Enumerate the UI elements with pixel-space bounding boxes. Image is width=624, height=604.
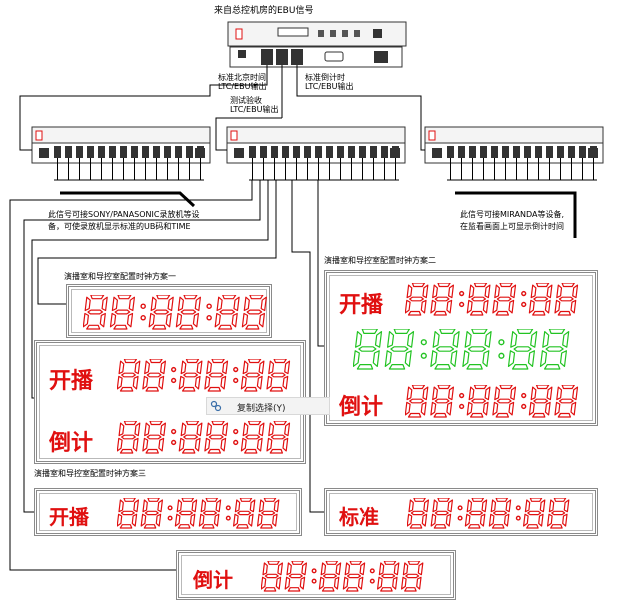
bus-lines — [60, 191, 577, 238]
scheme3-countdown-time — [261, 561, 424, 592]
panel-wires — [9, 180, 326, 571]
countdown-output-line1: 标准倒计时 — [305, 73, 345, 82]
scheme2-countdown-label: 倒计 — [339, 394, 384, 420]
start-time-display — [117, 359, 291, 392]
scheme3-countdown-board: 倒计 — [176, 550, 456, 600]
beijing-output-line2: LTC/EBU输出 — [218, 82, 267, 91]
source-rear-panel — [229, 46, 403, 68]
start-label: 开播 — [49, 368, 94, 394]
scheme1-label: 演播室和导控室配置时钟方案一 — [64, 272, 176, 281]
scheme3-start-label: 开播 — [49, 505, 89, 529]
top-source-label: 来自总控机房的EBU信号 — [214, 6, 314, 16]
left-note-line1: 此信号可接SONY/PANASONIC录放机等设 — [48, 210, 200, 219]
source-wires — [19, 65, 422, 130]
test-output-line2: LTC/EBU输出 — [230, 105, 279, 114]
countdown-output-label: 标准倒计时 LTC/EBU输出 — [305, 73, 353, 91]
countdown-time-display — [117, 421, 291, 454]
test-output-line1: 测试验收 — [230, 96, 262, 105]
right-note-line2: 在监看画面上可显示倒计时间 — [460, 222, 564, 231]
scheme2-start-time — [405, 283, 579, 316]
scheme3-start-time — [117, 498, 280, 529]
scheme3-standard-board: 标准 — [324, 488, 598, 536]
scheme2-standard-time — [353, 329, 570, 370]
scheme3-countdown-label: 倒计 — [193, 568, 233, 592]
scheme2-triple-board: 开播 倒计 — [324, 270, 598, 426]
scheme2-label: 演播室和导控室配置时钟方案二 — [324, 256, 436, 265]
test-output-label: 测试验收 LTC/EBU输出 — [230, 96, 278, 114]
countdown-label: 倒计 — [49, 430, 94, 456]
countdown-output-line2: LTC/EBU输出 — [305, 82, 354, 91]
copy-selection-item[interactable]: 复制选择(Y) — [237, 404, 286, 414]
scheme3-start-board: 开播 — [34, 488, 302, 536]
beijing-output-line1: 标准北京时间 — [218, 73, 266, 82]
right-note: 此信号可接MIRANDA等设备, 在监看画面上可显示倒计时间 — [460, 209, 564, 233]
scheme2-countdown-time — [405, 385, 579, 418]
scheme1-clock-board — [66, 284, 272, 338]
context-menu: 复制选择(Y) — [206, 397, 330, 415]
right-note-line1: 此信号可接MIRANDA等设备, — [460, 210, 564, 219]
left-note-line2: 备，可使录放机显示标准的UB码和TIME — [48, 222, 191, 231]
source-device — [227, 21, 407, 47]
distributor-outputs — [54, 146, 597, 181]
input-feeds — [19, 117, 425, 151]
left-note: 此信号可接SONY/PANASONIC录放机等设 备，可使录放机显示标准的UB码… — [48, 209, 200, 233]
copy-icon — [210, 400, 222, 412]
beijing-output-label: 标准北京时间 LTC/EBU输出 — [218, 73, 266, 91]
scheme3-standard-time — [407, 498, 570, 529]
standard-label: 标准 — [339, 505, 379, 529]
scheme1-time-display — [83, 295, 267, 330]
scheme2-start-label: 开播 — [339, 292, 384, 318]
scheme3-label: 演播室和导控室配置时钟方案三 — [34, 469, 146, 478]
